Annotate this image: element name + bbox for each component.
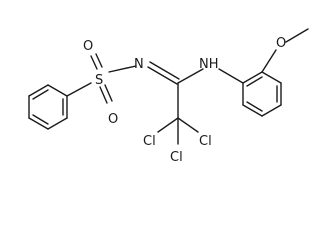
bond-sulfur-imine-n — [108, 65, 137, 73]
chlorine-left-label: Cl — [143, 134, 156, 149]
bond-s-o-lower-a — [99, 86, 108, 104]
bond-s-o-upper-b — [95, 53, 103, 68]
chlorine-right-label: Cl — [199, 134, 212, 149]
phenyl-ring — [28, 84, 68, 130]
methoxyphenyl-ring — [242, 71, 282, 117]
chemical-structure-diagram: O O S N NH O Cl Cl Cl — [28, 28, 309, 165]
bond-c-cl-right — [177, 117, 199, 133]
methoxy-oxygen-label: O — [276, 36, 286, 51]
bond-imine-double-a — [147, 66, 178, 85]
amine-nh-label: NH — [199, 57, 219, 72]
sulfur-label: S — [95, 73, 103, 88]
bond-c-cl-left — [157, 117, 179, 133]
bond-methoxy-methyl — [285, 28, 309, 43]
bond-amine-aryl — [218, 68, 244, 84]
bond-ring-sulfur — [66, 82, 92, 97]
bond-s-o-lower-b — [104, 84, 113, 102]
imine-nitrogen-label: N — [134, 57, 144, 72]
chlorine-bottom-label: Cl — [170, 150, 183, 165]
bond-ring-methoxy-o — [261, 49, 277, 73]
oxygen-upper-label: O — [83, 39, 93, 54]
oxygen-lower-label: O — [108, 112, 118, 127]
bond-imine-double-b — [149, 61, 180, 80]
bond-carbon-amine — [177, 68, 204, 84]
bond-s-o-upper-a — [90, 55, 98, 70]
